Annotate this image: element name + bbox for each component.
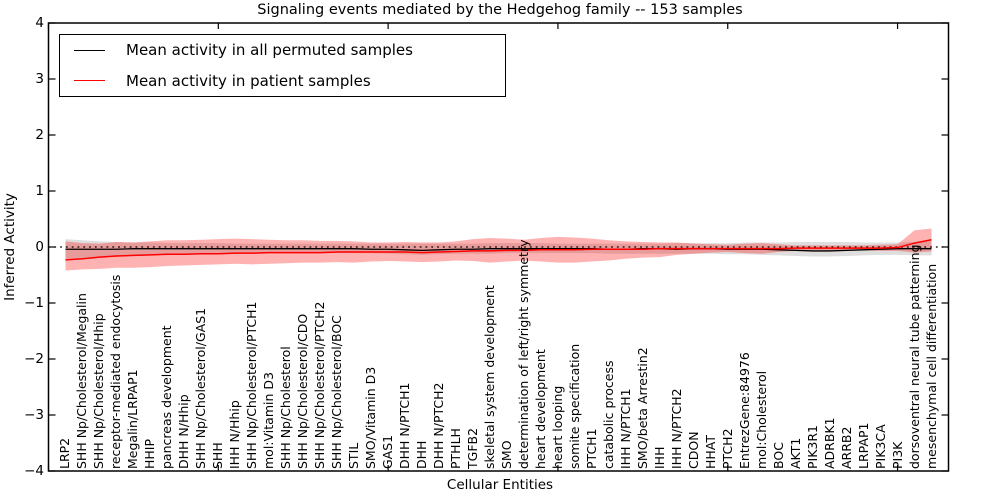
x-tick-label: receptor-mediated endocytosis [108,274,124,469]
y-tick-label: 3 [35,71,44,87]
x-tick-label: GAS1 [380,434,396,469]
y-tick-label: −4 [24,463,44,479]
x-tick-label: somite specification [566,343,582,469]
patient-mean-line [65,238,932,261]
x-tick-label: SMO/beta Arrestin2 [634,347,650,469]
x-tick-label: ADRBK1 [821,417,837,469]
x-tick-label: DHH N/PTCH1 [397,382,413,469]
x-tick-label: SMO [498,440,514,469]
x-tick-label: STIL [346,442,362,469]
x-tick-label: SHH Np/Cholesterol/Hhip [91,313,107,469]
x-tick-label: SHH [210,442,226,469]
x-tick-label: mol:Cholesterol [753,370,769,469]
x-tick-label: Megalin/LRPAP1 [125,369,141,469]
x-tick-label: SHH Np/Cholesterol/GAS1 [193,307,209,469]
chart-title: Signaling events mediated by the Hedgeho… [257,2,743,18]
x-tick-label: pancreas development [159,325,175,469]
x-tick-label: SHH Np/Cholesterol/CDO [295,313,311,469]
x-tick-label: LRP2 [57,437,73,469]
x-tick-label: CDON [685,431,701,469]
legend-item-patient: Mean activity in patient samples [60,66,505,96]
x-tick-label: SHH Np/Cholesterol/Megalin [74,293,90,469]
x-tick-label: catabolic process [600,360,616,469]
x-tick-label: mesenchymal cell differentiation [923,263,939,469]
x-tick-label: DHH [414,440,430,469]
x-tick-label: SHH Np/Cholesterol/PTCH2 [312,301,328,470]
x-tick-label: SHH Np/Cholesterol/PTCH1 [244,301,260,470]
x-tick-label: skeletal system development [482,285,497,469]
permuted-line-swatch [74,49,105,51]
legend-label-patient: Mean activity in patient samples [126,71,371,90]
y-tick-label: −3 [24,407,44,423]
y-tick-label: −2 [24,351,44,367]
x-tick-label: mol:Vitamin D3 [261,372,277,469]
x-tick-label: IHH N/PTCH2 [668,388,684,469]
permuted-mean-line [65,248,932,252]
legend-item-permuted: Mean activity in all permuted samples [60,35,505,65]
x-tick-label: determination of left/right symmetry [515,239,531,470]
x-tick-label: PI3K [889,441,905,469]
y-tick-label: 4 [35,15,44,31]
y-tick-label: −1 [24,295,44,311]
y-tick-label: 1 [35,183,44,199]
x-axis-label: Cellular Entities [446,477,554,493]
legend-label-permuted: Mean activity in all permuted samples [126,41,413,60]
y-tick-label: 0 [35,239,44,255]
x-tick-label: BOC [770,442,786,469]
x-tick-label: DHH N/PTCH2 [431,382,447,469]
x-tick-label: IHH N/Hhip [227,400,243,469]
x-tick-label: heart development [532,349,548,469]
x-tick-label: SHH Np/Cholesterol/BOC [329,315,345,469]
x-tick-label: SMO/Vitamin D3 [363,366,379,469]
x-tick-label: PTHLH [448,428,464,469]
patient-band [65,228,932,271]
x-tick-label: PIK3R1 [804,424,820,469]
x-tick-label: DHH N/Hhip [176,394,192,469]
x-tick-label: TGFB2 [465,427,481,469]
y-tick-label: 2 [35,127,44,143]
x-tick-label: EntrezGene:84976 [736,352,752,469]
patient-line-swatch [74,80,105,82]
x-tick-label: PTCH2 [719,428,735,469]
x-tick-label: PIK3CA [872,424,888,469]
x-tick-label: heart looping [549,385,565,469]
legend-box: Mean activity in all permuted samples Me… [59,34,506,97]
x-tick-label: PTCH1 [583,428,599,469]
x-tick-label: IHH [651,446,667,470]
x-tick-label: dorsoventral neural tube patterning [906,244,922,470]
x-tick-label: ARRB2 [838,426,854,469]
x-tick-label: AKT1 [787,437,803,469]
x-tick-label: HHAT [702,434,718,469]
x-tick-label: SHH Np/Cholesterol [278,346,294,469]
x-tick-label: IHH N/PTCH1 [617,388,633,469]
x-tick-label: HHIP [142,438,158,469]
x-tick-label: LRPAP1 [855,422,871,469]
